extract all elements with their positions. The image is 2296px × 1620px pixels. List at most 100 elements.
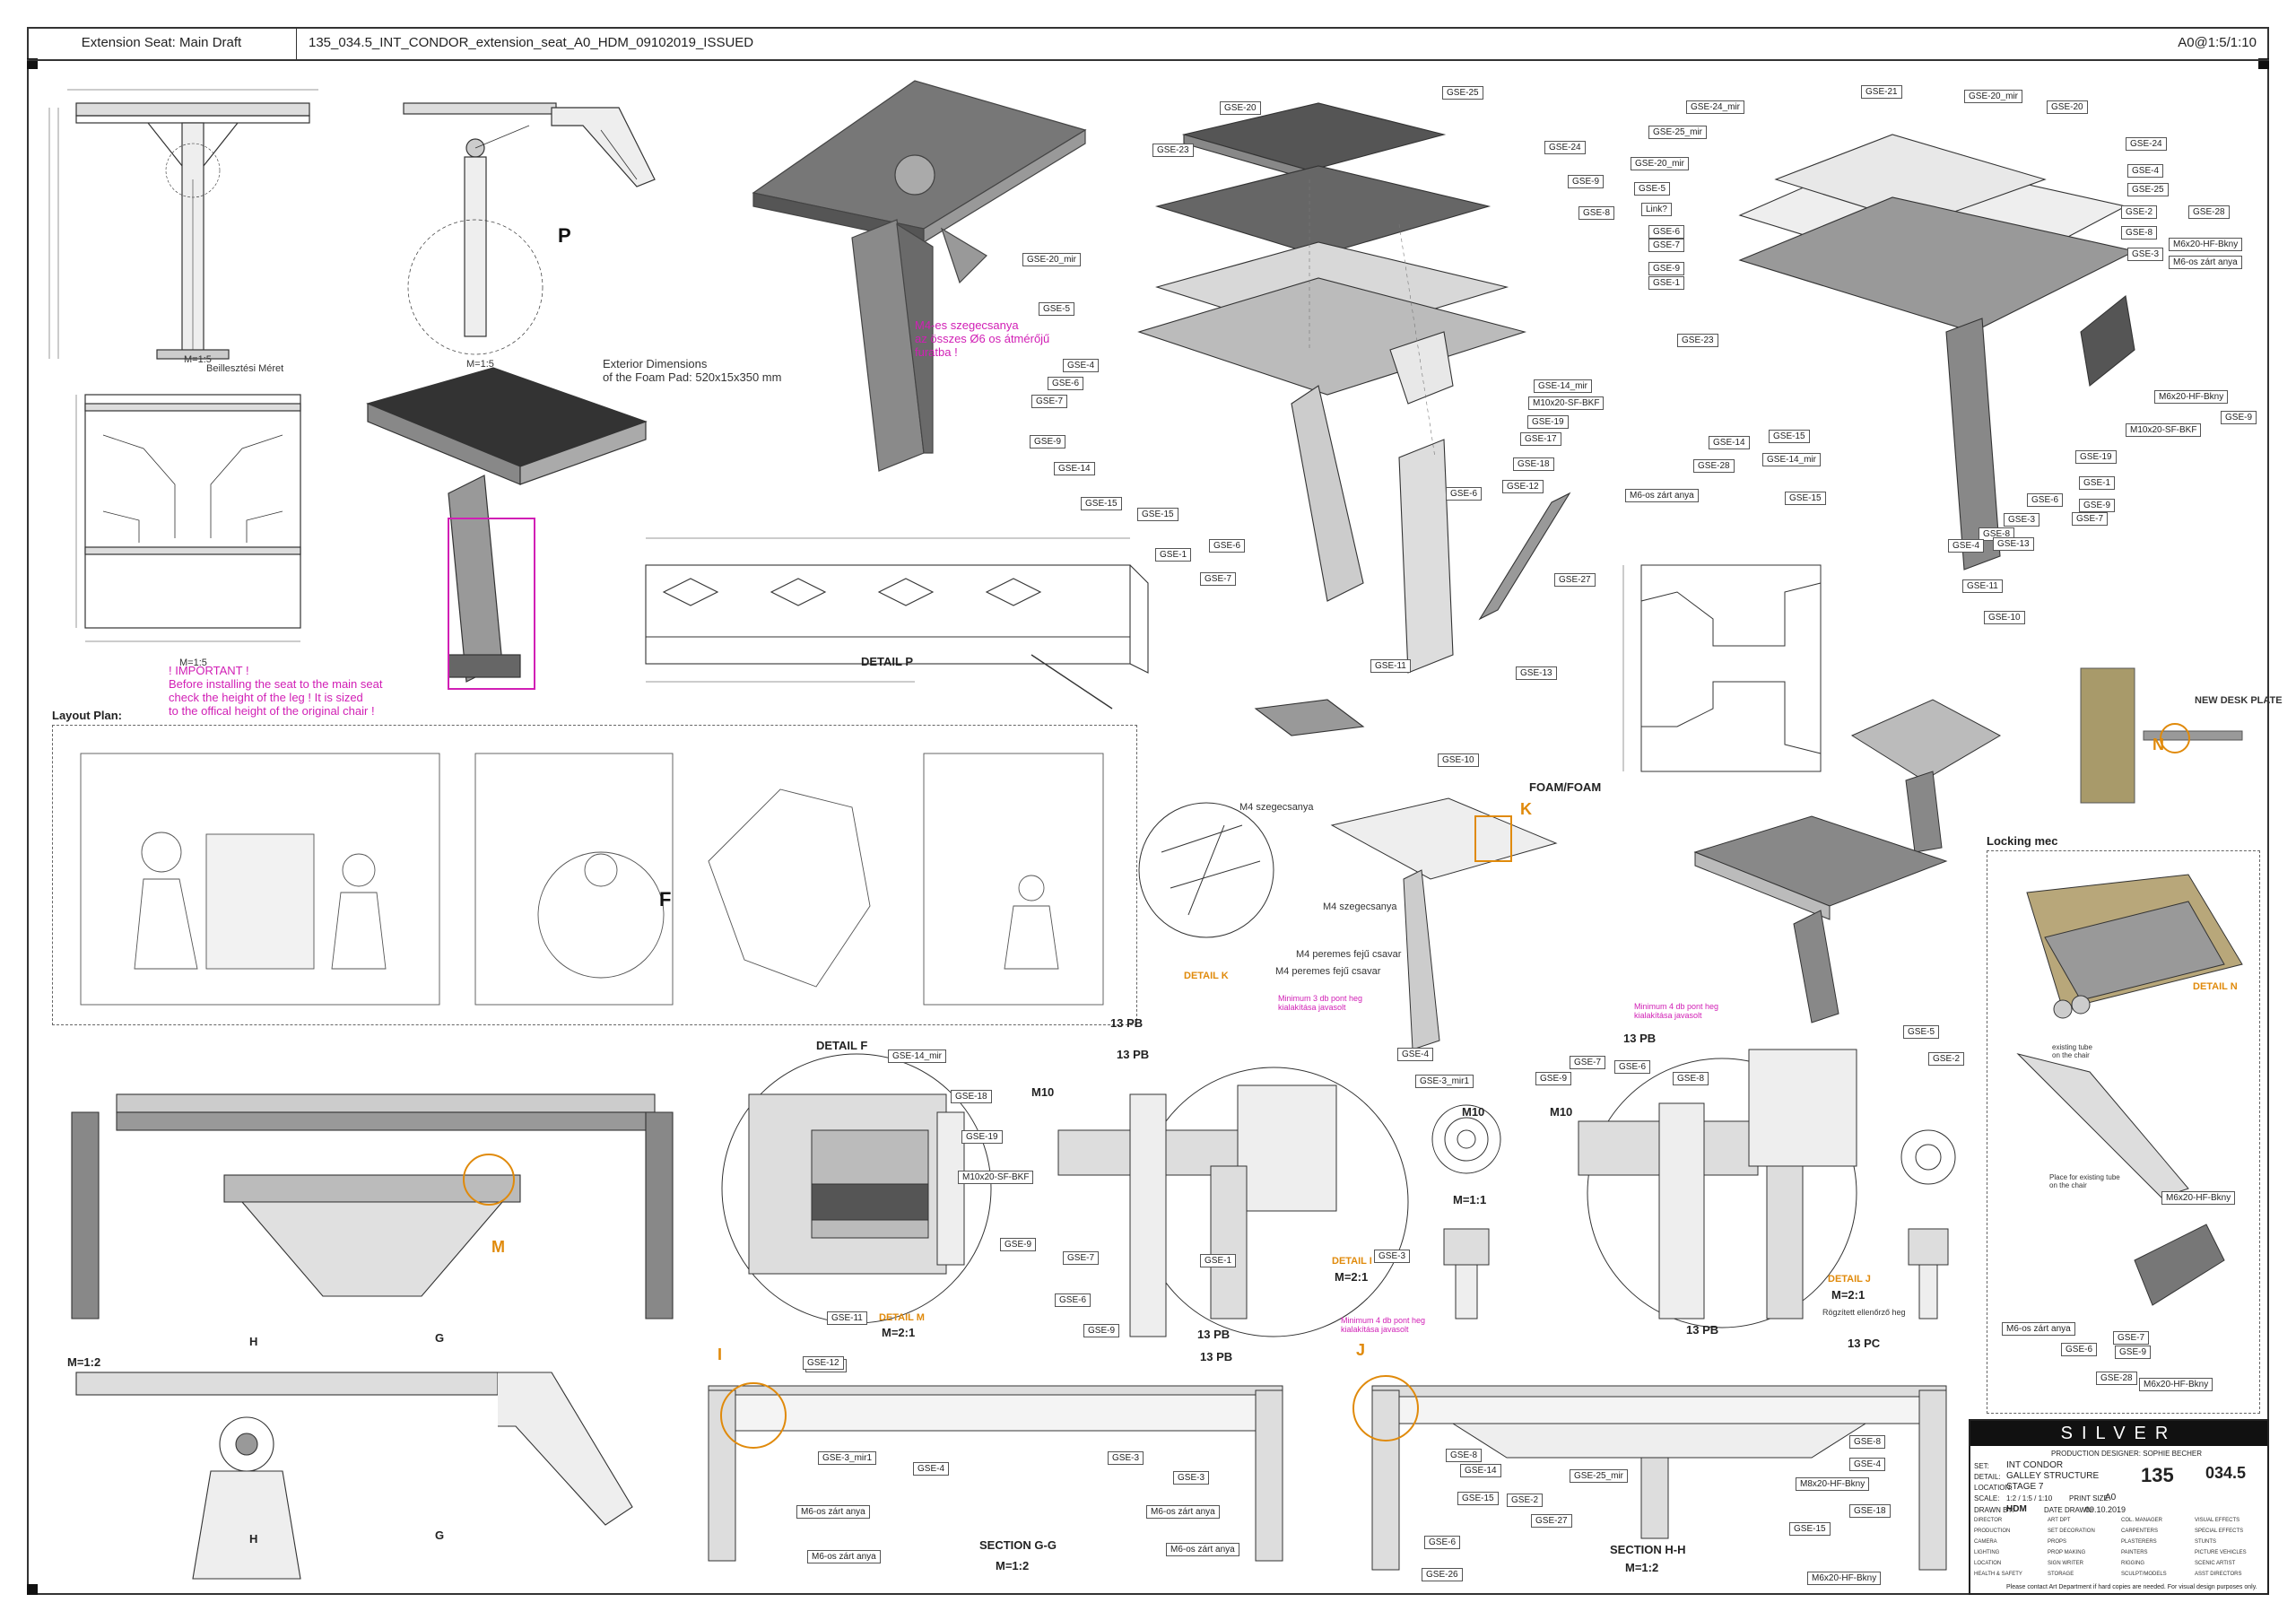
- bolt-detail-drawing: [1431, 1104, 1501, 1320]
- callout-gse20mir: GSE-20_mir: [1022, 253, 1082, 266]
- callout-gse1b: GSE-1: [1648, 276, 1685, 290]
- location-value: STAGE 7: [2006, 1482, 2044, 1492]
- callout-gse9-i: GSE-9: [1083, 1324, 1120, 1337]
- render-seat-small-b: [1693, 815, 1948, 1023]
- m10-label-bolt: M10: [1462, 1105, 1485, 1119]
- detail-k-marker: K: [1520, 800, 1532, 818]
- corner-mark-bl: [27, 1584, 38, 1595]
- detail-m-scale: M=2:1: [882, 1326, 916, 1339]
- role-cell: SPECIAL EFFECTS: [2195, 1529, 2244, 1534]
- callout-gse8-hh: GSE-8: [1446, 1449, 1483, 1462]
- callout-gse4-i: GSE-4: [1397, 1048, 1434, 1061]
- role-cell: LOCATION: [1974, 1561, 2002, 1566]
- g-mark-bottom: G: [435, 1529, 445, 1542]
- detail-i-drawing: [1057, 1067, 1409, 1337]
- m10-label-i: M10: [1031, 1085, 1055, 1099]
- callout-m10sf-f: M10x20-SF-BKF: [958, 1171, 1034, 1184]
- section-gg-scale: M=1:2: [996, 1559, 1030, 1572]
- callout-gse9-j: GSE-9: [1535, 1072, 1572, 1085]
- section-gg-drawing: [708, 1382, 1283, 1562]
- m4-peremes-2: M4 peremes fejű csavar: [1275, 966, 1381, 977]
- callout-gse1-i: GSE-1: [1200, 1254, 1237, 1267]
- callout-gse9e: GSE-9: [2079, 499, 2116, 512]
- detail-j-drawing: [1578, 1049, 1857, 1328]
- callout-gse12-gg: GSE-12: [803, 1356, 844, 1370]
- file-name: 135_034.5_INT_CONDOR_extension_seat_A0_H…: [309, 35, 754, 50]
- set-value: INT CONDOR: [2006, 1460, 2064, 1470]
- weld-13pb-6: 13 PB: [1686, 1323, 1719, 1337]
- detail-p-drawing: [645, 537, 1149, 710]
- role-cell: PRODUCTION: [1974, 1529, 2011, 1534]
- callout-gse6-lock: GSE-6: [2061, 1343, 2098, 1356]
- detail-i-scale: M=2:1: [1335, 1270, 1369, 1284]
- set-label: SET:: [1974, 1462, 1989, 1470]
- role-cell: HEALTH & SAFETY: [1974, 1572, 2022, 1577]
- weld-13pb-4: 13 PB: [1200, 1350, 1233, 1363]
- h-mark-bottom: H: [249, 1532, 258, 1546]
- callout-gse25mir-hh: GSE-25_mir: [1570, 1469, 1629, 1483]
- callout-gse27: GSE-27: [1554, 573, 1596, 587]
- detail-p-title: DETAIL P: [861, 655, 914, 668]
- callout-m8x20: M8x20-HF-Bkny: [1796, 1477, 1870, 1491]
- callout-gse14mir: GSE-14_mir: [1534, 379, 1593, 393]
- callout-gse25: GSE-25: [1442, 86, 1483, 100]
- role-cell: ART DPT: [2048, 1518, 2071, 1523]
- callout-gse5: GSE-5: [1039, 302, 1075, 316]
- callout-gse11: GSE-11: [1370, 659, 1411, 673]
- foam-foam-label: FOAM/FOAM: [1529, 780, 1602, 794]
- callout-gse29: GSE-26: [1422, 1568, 1463, 1581]
- role-cell: PROP MAKING: [2048, 1550, 2086, 1555]
- locking-title: Locking mec: [1987, 834, 2058, 848]
- detail-f-title: DETAIL F: [816, 1039, 868, 1052]
- callout-gse15: GSE-15: [1081, 497, 1122, 510]
- drawn-value: HDM: [2006, 1504, 2027, 1514]
- weld-13pb-3: 13 PB: [1197, 1328, 1231, 1341]
- callout-gse13: GSE-13: [1516, 666, 1557, 680]
- foam-plan-drawing: [1622, 564, 1822, 772]
- callout-gse6-hh: GSE-6: [1424, 1536, 1461, 1549]
- callout-gse24mir: GSE-24_mir: [1686, 100, 1745, 114]
- callout-gse8b: GSE-8: [2121, 226, 2158, 240]
- callout-gse4c: GSE-4: [1948, 539, 1985, 553]
- callout-gse2: GSE-2: [2121, 205, 2158, 219]
- m10-label-j: M10: [1550, 1105, 1573, 1119]
- bolt-detail-j: [1900, 1129, 1956, 1320]
- detail-n-title: DETAIL N: [2193, 981, 2238, 992]
- role-cell: SCENIC ARTIST: [2195, 1561, 2236, 1566]
- top-view-drawing: [75, 394, 301, 642]
- front-section-drawing: [71, 1093, 674, 1320]
- print-label: PRINT SIZE:: [2069, 1494, 2111, 1502]
- callout-gse14: GSE-14: [1054, 462, 1095, 475]
- locking-frame: [1987, 850, 2260, 1414]
- callout-gse7: GSE-7: [1031, 395, 1068, 408]
- callout-m10x20: M10x20-SF-BKF: [2126, 423, 2202, 437]
- callout-gse14-hh: GSE-14: [1460, 1464, 1501, 1477]
- callout-gse14b: GSE-14: [1709, 436, 1750, 449]
- callout-gse13b: GSE-13: [1993, 537, 2034, 551]
- callout-gse4b: GSE-4: [2127, 164, 2164, 178]
- detail-label: DETAIL:: [1974, 1473, 2001, 1481]
- m-marker: M: [491, 1238, 505, 1256]
- scale-label-2: M=1:5: [466, 359, 494, 370]
- role-cell: PROPS: [2048, 1539, 2067, 1545]
- callout-gse2-j: GSE-2: [1928, 1052, 1965, 1066]
- callout-gse2-hh: GSE-2: [1507, 1494, 1544, 1507]
- callout-m6x20-lock: M6x20-HF-Bkny: [2161, 1191, 2236, 1205]
- detail-j-title: DETAIL J: [1828, 1274, 1871, 1285]
- side-view-drawing: [403, 102, 656, 355]
- callout-gse3mir1: GSE-3_mir1: [1415, 1075, 1474, 1088]
- callout-gse6c: GSE-6: [1446, 487, 1483, 501]
- header-bar: Extension Seat: Main Draft 135_034.5_INT…: [27, 27, 2269, 61]
- callout-gse9: GSE-9: [1568, 175, 1605, 188]
- section-hh-title: SECTION H-H: [1610, 1543, 1686, 1556]
- weld-note-2: Minimum 4 db pont heg kialakítása javaso…: [1341, 1316, 1426, 1334]
- role-cell: LIGHTING: [1974, 1550, 2000, 1555]
- callout-gse15-hh: GSE-15: [1457, 1492, 1499, 1505]
- callout-m10sf: M10x20-SF-BKF: [1528, 396, 1605, 410]
- callout-gse6d: GSE-6: [1648, 225, 1685, 239]
- new-desk-plate-label: NEW DESK PLATE: [2195, 695, 2283, 706]
- corner-mark-tr: [2258, 58, 2269, 69]
- m4-peremes-1: M4 peremes fejű csavar: [1296, 949, 1402, 960]
- layout-f-marker: F: [659, 888, 672, 910]
